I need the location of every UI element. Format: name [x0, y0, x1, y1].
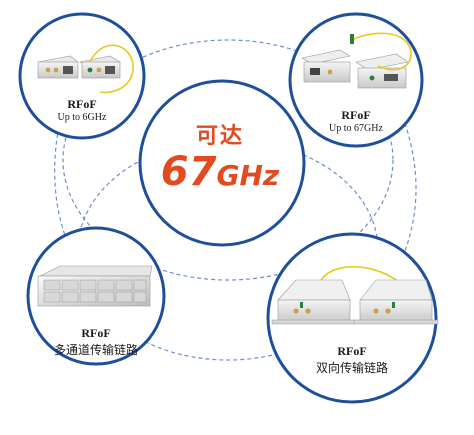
node-title: RFoF	[341, 108, 371, 122]
frequency-unit: GHz	[216, 159, 280, 192]
node-rfof-bidirectional	[266, 232, 439, 404]
node-label-top-right: RFoF Up to 67GHz	[306, 108, 406, 134]
node-subtitle: Up to 67GHz	[329, 123, 383, 134]
rf-device-icon	[301, 49, 351, 83]
center-circle	[138, 79, 306, 247]
optical-device-icon	[79, 55, 121, 79]
node-title: RFoF	[67, 97, 97, 111]
node-label-bottom-right: RFoF 双向传输链路	[292, 344, 412, 376]
node-subtitle: Up to 6GHz	[57, 112, 107, 123]
node-subtitle: 多通道传输链路	[53, 343, 138, 357]
center-label: 可达 67GHz	[155, 118, 285, 198]
node-rfof-67ghz	[288, 12, 424, 148]
fiber-cable	[351, 32, 412, 71]
node-subtitle: 双向传输链路	[315, 361, 388, 375]
rf-device-icon	[271, 279, 357, 325]
node-label-top-left: RFoF Up to 6GHz	[32, 97, 132, 123]
node-rfof-6ghz	[18, 12, 146, 140]
node-title: RFoF	[81, 326, 111, 340]
center-frequency: 67GHz	[155, 150, 285, 198]
rf-device-icon	[37, 55, 79, 79]
optical-device-icon	[353, 279, 439, 325]
node-label-bottom-left: RFoF 多通道传输链路	[36, 326, 156, 358]
rack-chassis-icon	[37, 265, 153, 307]
node-rfof-multichannel	[26, 226, 166, 366]
fiber-cable	[319, 265, 397, 283]
frequency-number: 67	[160, 149, 217, 195]
fiber-cable	[89, 44, 134, 94]
center-title: 可达	[195, 124, 244, 149]
node-title: RFoF	[337, 344, 367, 358]
